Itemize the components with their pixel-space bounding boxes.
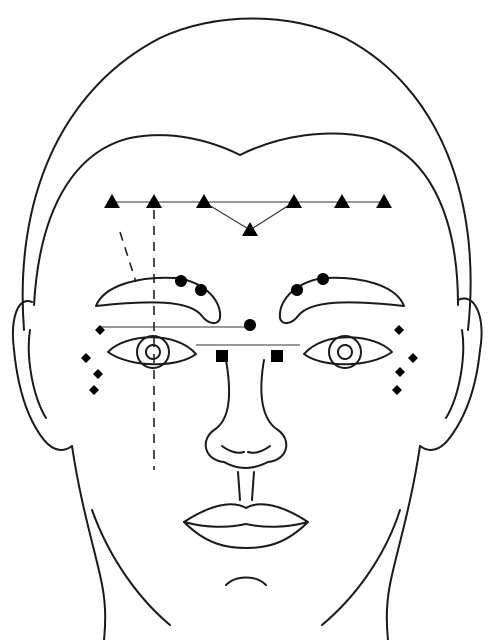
head-outline — [23, 19, 471, 331]
right-ear — [420, 298, 482, 449]
left-ear — [13, 301, 72, 450]
circle-marker — [175, 275, 187, 287]
right-pupil — [338, 345, 352, 359]
upper-lip — [184, 504, 308, 527]
nose — [206, 360, 287, 468]
right-ear-inner — [446, 330, 463, 418]
diamond-marker — [395, 367, 405, 377]
diamond-marker — [408, 353, 418, 363]
diamond-marker — [93, 369, 103, 379]
left-jaw — [72, 446, 105, 640]
triangle-marker — [334, 194, 350, 208]
chin-crease — [226, 578, 266, 586]
triangle-marker — [286, 194, 302, 208]
marker-layer — [81, 194, 418, 395]
triangle-marker — [376, 194, 392, 208]
circle-marker — [291, 284, 303, 296]
triangle-marker — [104, 194, 120, 208]
right-eye — [304, 337, 392, 364]
neck-left — [92, 510, 170, 625]
left-iris — [137, 336, 169, 368]
triangle-marker — [196, 194, 212, 208]
square-marker — [216, 350, 228, 362]
philtrum — [238, 472, 254, 500]
left-eye — [108, 337, 196, 364]
circle-marker — [195, 284, 207, 296]
diagonal-dashed-guide — [120, 232, 136, 282]
neck-right — [322, 510, 400, 625]
circle-marker — [317, 273, 329, 285]
diamond-marker — [89, 385, 99, 395]
nostril-left — [222, 446, 244, 453]
triangle-marker — [146, 194, 162, 208]
left-pupil — [146, 345, 160, 359]
diamond-marker — [392, 385, 402, 395]
right-iris — [329, 336, 361, 368]
left-ear-inner — [29, 330, 46, 418]
right-jaw — [387, 446, 420, 640]
diamond-marker — [81, 353, 91, 363]
diamond-marker — [394, 325, 404, 335]
hairline — [34, 133, 458, 305]
square-marker — [271, 350, 283, 362]
triangle-marker — [242, 222, 258, 236]
nostril-right — [248, 446, 270, 453]
circle-marker — [244, 319, 256, 331]
